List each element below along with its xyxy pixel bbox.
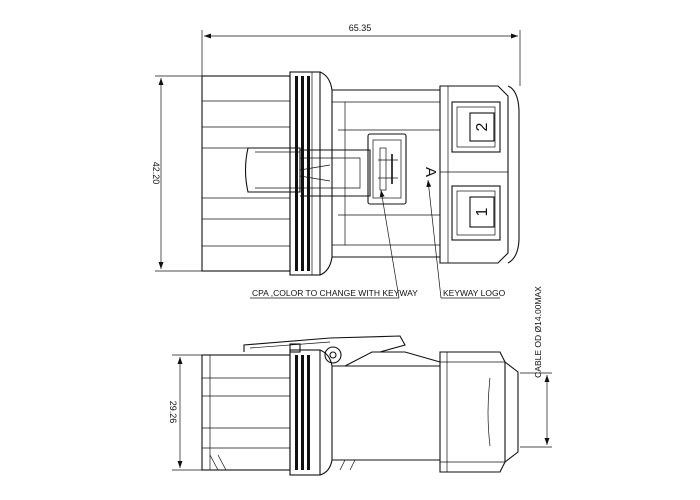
contact-label-1: 1 [474,207,491,216]
top-front-nose: 2 1 [439,85,520,264]
overall-length-dimension: 65.35 [201,23,521,86]
cable-od-label: CABLE OD Ø14.00MAX [533,286,543,378]
top-latch-arm [244,147,371,197]
side-height-label: 29.26 [168,401,178,424]
cable-od-dimension: CABLE OD Ø14.00MAX [520,286,552,448]
side-front-nose [439,351,519,473]
top-coupling-ring [289,71,333,276]
top-rear-body [201,75,291,272]
top-view: 65.35 42.20 [151,23,521,299]
front-height-label: 42.20 [151,162,161,185]
side-height-dimension: 29.26 [168,354,202,471]
side-coupling-ring [289,349,333,476]
side-main-housing [332,351,441,471]
top-main-housing [332,89,440,258]
side-rear-body [201,354,291,471]
overall-length-label: 65.35 [349,23,372,33]
front-height-dimension: 42.20 [151,75,202,272]
contact-label-2: 2 [474,122,491,131]
contact-cavity-2: 2 [451,101,501,153]
keyway-logo-callout-label: KEYWAY LOGO [443,288,506,298]
keyway-logo-callout: KEYWAY LOGO [426,179,506,299]
side-view: 29.26 CABLE OD Ø14.00MAX [168,286,552,476]
keyway-letter: A [422,167,439,177]
cpa-callout: CPA ,COLOR TO CHANGE WITH KEYWAY [250,189,418,299]
top-cpa [367,133,407,205]
side-latch-arm [243,335,406,364]
contact-cavity-1: 1 [451,185,501,241]
cpa-callout-label: CPA ,COLOR TO CHANGE WITH KEYWAY [252,288,418,298]
